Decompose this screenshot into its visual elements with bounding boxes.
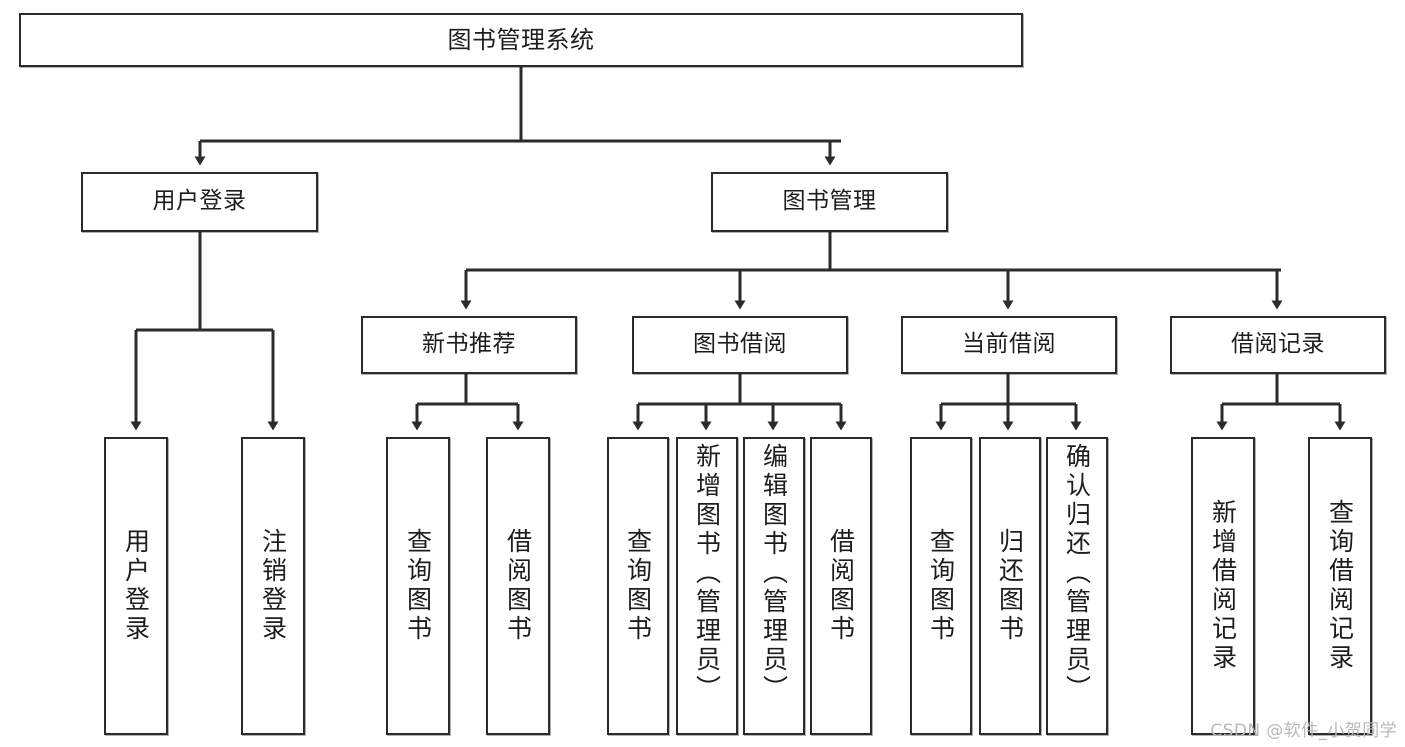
- edge-current-borrow-to-leaves: [935, 374, 1082, 431]
- node-label: 注销登录: [258, 528, 288, 644]
- node-label: 图书借阅: [693, 331, 787, 358]
- node-book-management[interactable]: 图书管理: [711, 172, 948, 232]
- node-label: 新书推荐: [422, 331, 516, 358]
- leaf-user-login-action[interactable]: 用户登录: [104, 437, 168, 735]
- edge-book-borrow-to-leaves: [632, 374, 847, 431]
- csdn-watermark: CSDN @软件_小贺同学: [1210, 721, 1397, 741]
- leaf-query-book-current[interactable]: 查询图书: [910, 437, 972, 735]
- node-label: 编辑图书（管理员）: [759, 443, 789, 704]
- node-label: 查询图书: [926, 528, 956, 644]
- node-label: 借阅图书: [826, 528, 856, 644]
- node-label: 图书管理系统: [447, 25, 595, 54]
- node-label: 图书管理: [782, 188, 877, 215]
- leaf-edit-book-admin[interactable]: 编辑图书（管理员）: [743, 437, 805, 735]
- node-label: 查询图书: [403, 528, 433, 644]
- leaf-borrow-book-action[interactable]: 借阅图书: [810, 437, 872, 735]
- leaf-confirm-return-admin[interactable]: 确认归还（管理员）: [1046, 437, 1108, 735]
- leaf-borrow-book-recommend[interactable]: 借阅图书: [486, 437, 550, 735]
- node-book-borrow[interactable]: 图书借阅: [632, 316, 848, 374]
- node-new-book-recommend[interactable]: 新书推荐: [361, 316, 577, 374]
- node-label: 用户登录: [152, 188, 247, 215]
- edge-user-login-to-leaves: [130, 232, 279, 431]
- leaf-user-logout-action[interactable]: 注销登录: [241, 437, 305, 735]
- leaf-add-book-admin[interactable]: 新增图书（管理员）: [676, 437, 738, 735]
- node-label: 查询图书: [623, 528, 653, 644]
- leaf-query-book-recommend[interactable]: 查询图书: [386, 437, 450, 735]
- edge-root-to-level2: [194, 67, 841, 166]
- node-label: 归还图书: [995, 528, 1025, 644]
- leaf-query-book-borrow[interactable]: 查询图书: [607, 437, 669, 735]
- node-label: 查询借阅记录: [1325, 499, 1355, 673]
- edge-new-book-to-leaves: [411, 374, 524, 431]
- node-current-borrow[interactable]: 当前借阅: [901, 316, 1117, 374]
- node-label: 当前借阅: [962, 331, 1056, 358]
- node-label: 新增图书（管理员）: [692, 443, 722, 704]
- node-borrow-record[interactable]: 借阅记录: [1170, 316, 1386, 374]
- edge-borrow-record-to-leaves: [1216, 374, 1346, 431]
- leaf-query-borrow-record[interactable]: 查询借阅记录: [1308, 437, 1372, 735]
- edge-book-manage-to-level3: [460, 232, 1283, 310]
- node-label: 确认归还（管理员）: [1062, 443, 1092, 704]
- node-label: 借阅图书: [503, 528, 533, 644]
- node-label: 借阅记录: [1231, 331, 1325, 358]
- node-root-system[interactable]: 图书管理系统: [19, 13, 1023, 67]
- node-user-login[interactable]: 用户登录: [81, 172, 318, 232]
- node-label: 用户登录: [121, 528, 151, 644]
- leaf-add-borrow-record[interactable]: 新增借阅记录: [1191, 437, 1255, 735]
- leaf-return-book[interactable]: 归还图书: [979, 437, 1041, 735]
- node-label: 新增借阅记录: [1208, 499, 1238, 673]
